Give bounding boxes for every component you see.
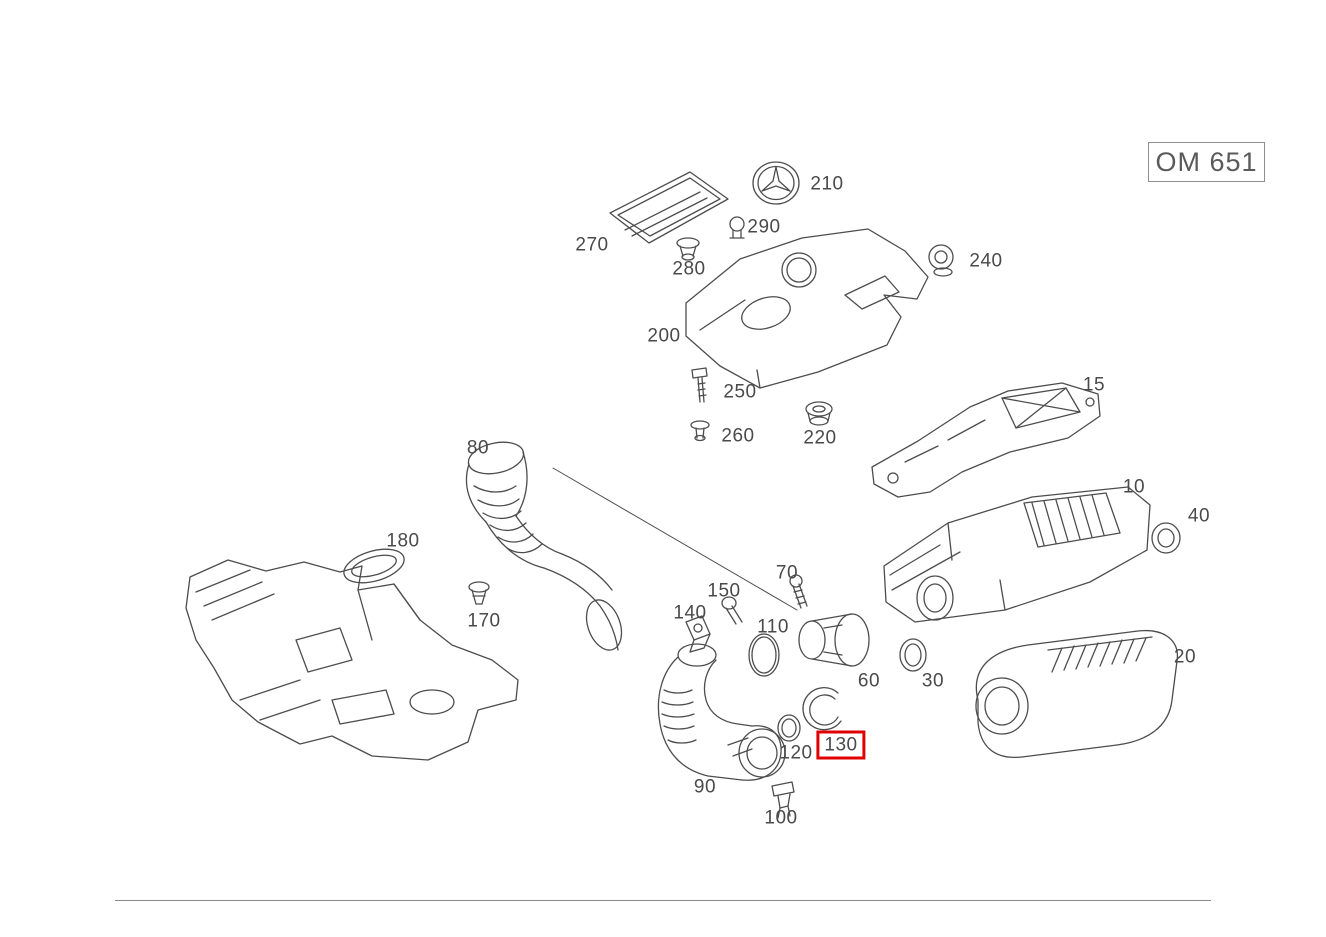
part-drawing-280: [676, 237, 700, 261]
part-label-40[interactable]: 40: [1187, 505, 1211, 527]
filter-housing-drawing-10: [883, 486, 1151, 623]
part-label-70[interactable]: 70: [775, 562, 799, 584]
part-label-20[interactable]: 20: [1173, 646, 1197, 668]
filter-element-drawing-20: [975, 629, 1179, 759]
footer-divider: [115, 900, 1211, 901]
part-label-200[interactable]: 200: [647, 325, 681, 347]
part-drawing-290: [729, 216, 745, 239]
part-label-290[interactable]: 290: [747, 216, 781, 238]
part-drawing-120: [777, 714, 801, 742]
part-label-120[interactable]: 120: [779, 742, 813, 764]
part-label-60[interactable]: 60: [857, 670, 881, 692]
part-label-220[interactable]: 220: [803, 427, 837, 449]
part-drawing-170: [468, 581, 490, 605]
part-label-250[interactable]: 250: [723, 381, 757, 403]
part-drawing-180: [343, 548, 405, 584]
part-label-150[interactable]: 150: [707, 580, 741, 602]
part-label-130[interactable]: 130: [816, 730, 866, 760]
part-drawing-240: [928, 244, 954, 277]
part-label-90[interactable]: 90: [693, 776, 717, 798]
part-label-280[interactable]: 280: [672, 258, 706, 280]
star-emblem-drawing-210: [752, 161, 800, 205]
part-label-180[interactable]: 180: [386, 530, 420, 552]
part-label-30[interactable]: 30: [921, 670, 945, 692]
part-label-100[interactable]: 100: [764, 807, 798, 829]
part-label-240[interactable]: 240: [969, 250, 1003, 272]
part-drawing-60: [798, 613, 870, 667]
belly-pan-drawing: [185, 559, 519, 761]
part-label-170[interactable]: 170: [467, 610, 501, 632]
part-drawing-30: [899, 638, 927, 672]
part-drawing-270: [609, 171, 729, 244]
filter-housing-top-drawing-15: [871, 382, 1101, 498]
part-drawing-140: [685, 615, 711, 653]
part-label-110[interactable]: 110: [757, 616, 789, 638]
part-drawing-100: [771, 781, 795, 819]
part-label-140[interactable]: 140: [673, 602, 707, 624]
part-label-15[interactable]: 15: [1082, 374, 1106, 396]
intake-duct-drawing-80: [465, 441, 798, 651]
engine-cover-drawing-200: [685, 228, 929, 389]
part-label-80[interactable]: 80: [466, 437, 490, 459]
part-label-260[interactable]: 260: [721, 425, 755, 447]
part-label-270[interactable]: 270: [575, 234, 609, 256]
part-drawing-220: [805, 401, 833, 426]
intake-pipe-drawing-90: [657, 643, 786, 781]
part-drawing-110: [748, 633, 780, 677]
part-drawing-130: [802, 687, 842, 731]
part-label-10[interactable]: 10: [1122, 476, 1146, 498]
engine-code-box: OM 651: [1148, 142, 1265, 182]
part-drawing-40: [1151, 522, 1181, 554]
part-drawing-260: [690, 420, 710, 442]
part-drawing-70: [789, 574, 808, 609]
part-drawing-150: [721, 596, 743, 625]
part-label-210[interactable]: 210: [810, 173, 844, 195]
part-drawing-250: [691, 367, 708, 403]
